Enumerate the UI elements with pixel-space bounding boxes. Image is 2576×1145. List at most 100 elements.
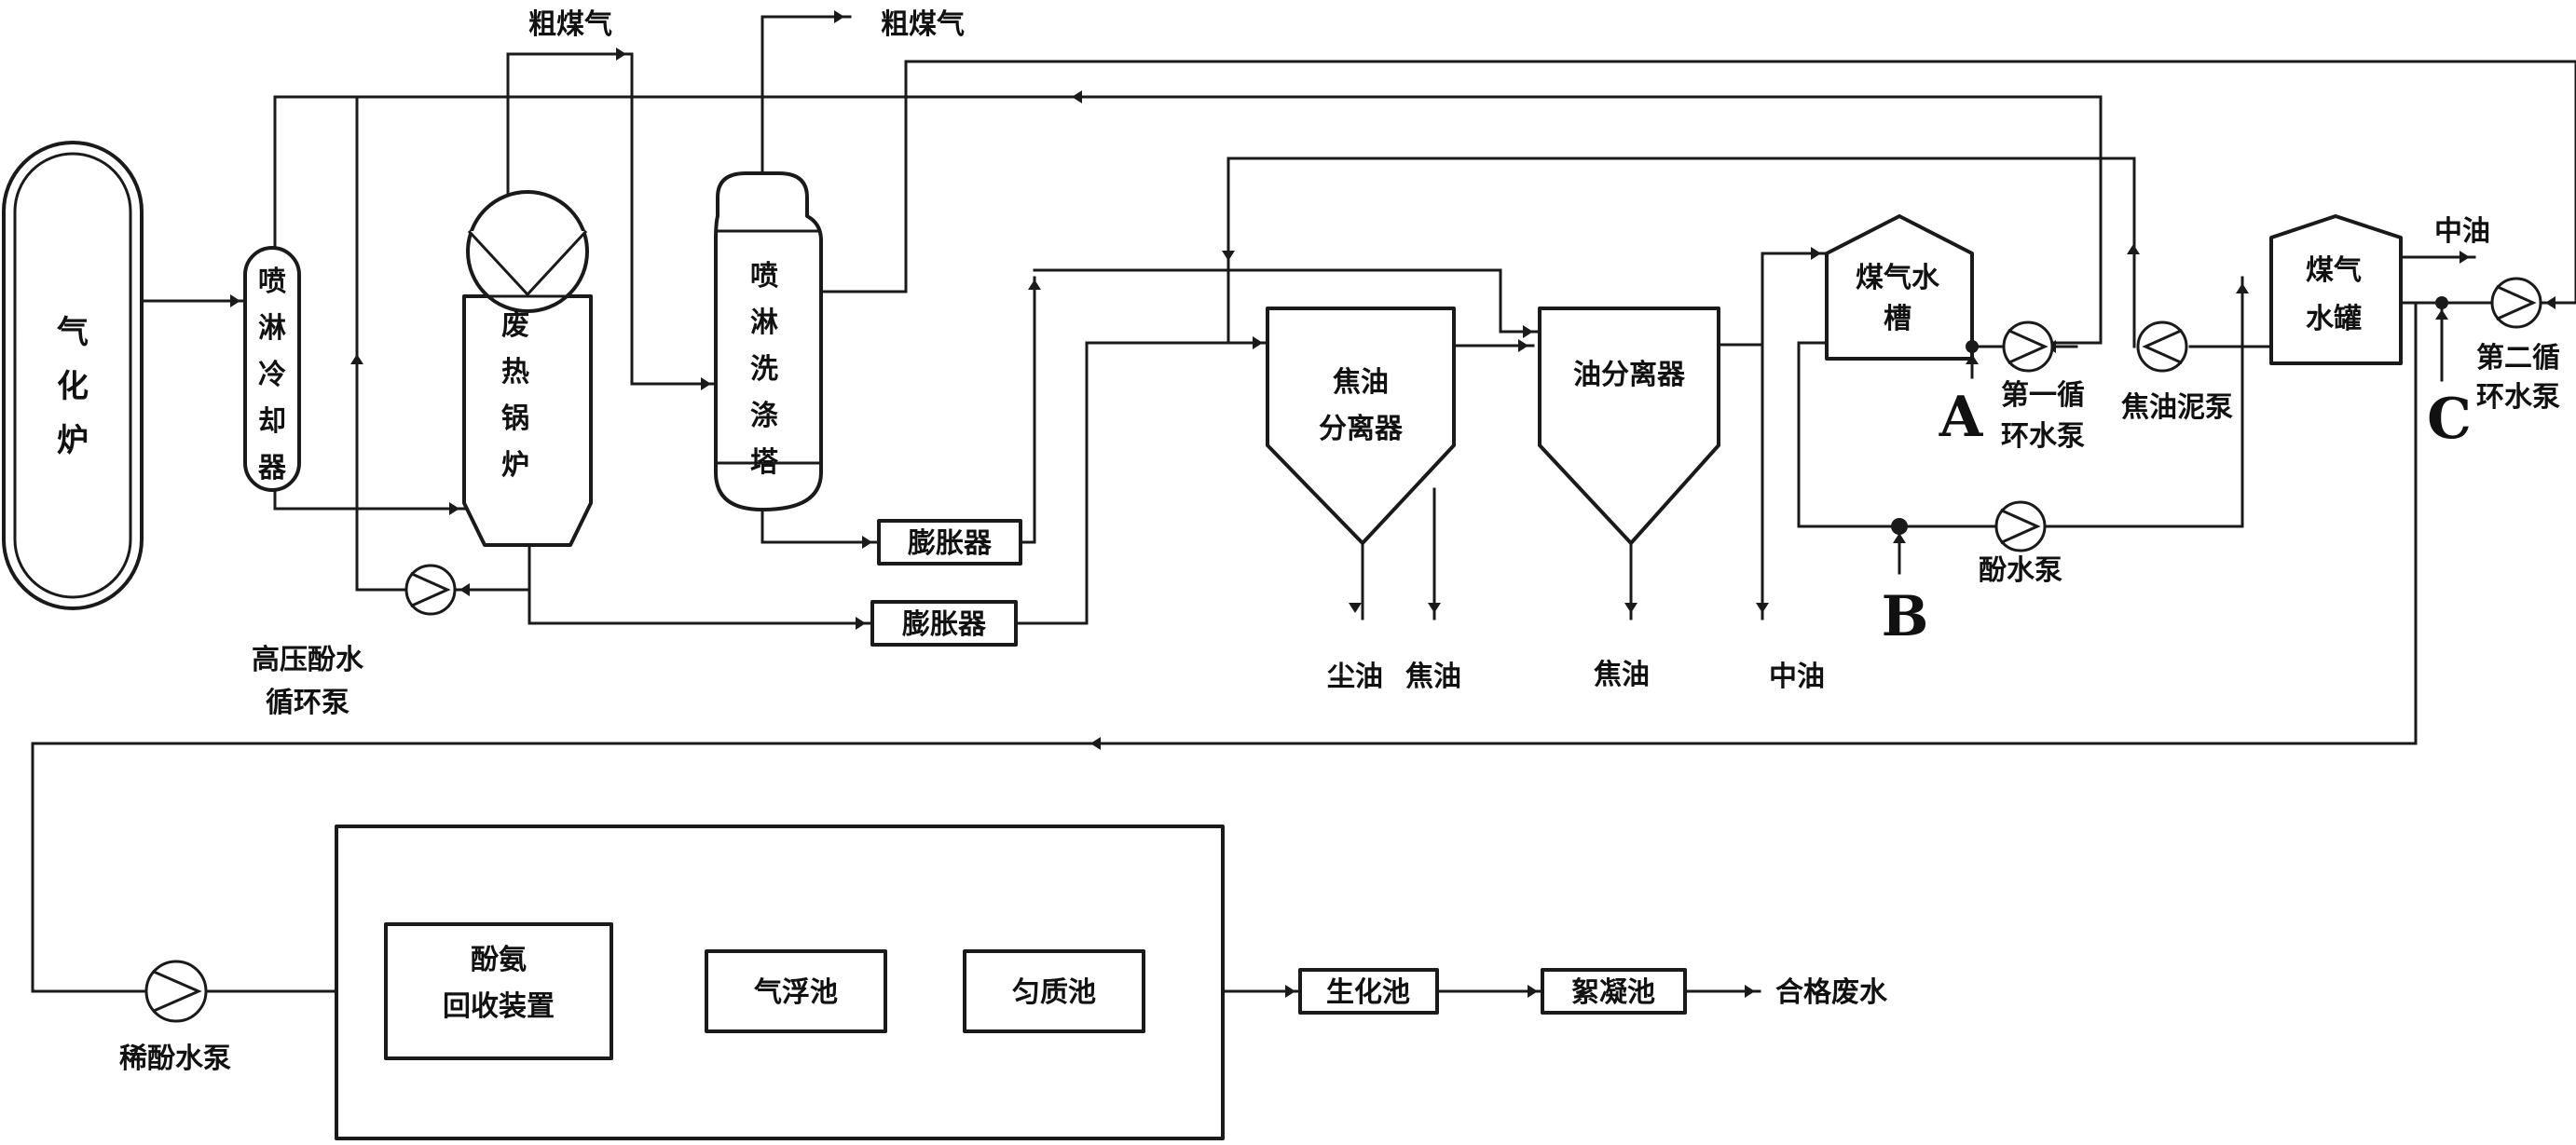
waste-heat-boiler <box>462 190 593 547</box>
flow-arrows <box>230 10 2555 998</box>
pipe-cooler-to-boiler <box>273 484 466 511</box>
flotation-tank <box>705 949 887 1033</box>
biochem-tank <box>1298 968 1439 1015</box>
label-waste-heat-boiler: 废热锅炉 <box>501 309 529 482</box>
label-flotation: 气浮池 <box>754 976 838 1009</box>
label-tar-1: 焦油 <box>1405 661 1461 693</box>
junction-a <box>1966 340 1979 353</box>
flow-arrow <box>1028 279 1041 290</box>
pipe-expander1-out <box>1019 276 1036 544</box>
flow-arrow <box>856 617 866 630</box>
label-raw-gas-1: 粗煤气 <box>528 8 612 41</box>
label-dust-oil: 尘油 <box>1327 661 1383 693</box>
pipe-scrubber-raw-gas-out <box>760 15 852 175</box>
flow-arrow <box>449 502 459 515</box>
labels: 气化炉 喷淋冷却器 废热锅炉 喷淋洗涤塔 膨胀器 膨胀器 焦油 分离器 油分离器… <box>56 8 2560 1075</box>
label-phenol-water-pump: 酚水泵 <box>1979 554 2062 587</box>
label-tar-2: 焦油 <box>1594 659 1650 691</box>
flow-arrow <box>1222 251 1235 261</box>
gas-water-tank-1 <box>1825 214 1974 361</box>
label-oil-separator: 油分离器 <box>1573 359 1686 391</box>
flow-arrow <box>1523 325 1533 338</box>
flow-arrow <box>701 377 711 390</box>
junction-c <box>2435 296 2448 309</box>
label-gasifier: 气化炉 <box>56 314 89 459</box>
label-waste-heat-boiler: 废热锅炉 <box>501 309 529 482</box>
flow-arrow <box>1349 603 1362 613</box>
label-point-c: C <box>2427 387 2472 452</box>
flow-arrow <box>1428 603 1441 613</box>
label-coagulation: 絮凝池 <box>1571 976 1655 1009</box>
flow-arrow <box>1090 737 1101 750</box>
flow-arrow <box>1253 336 1263 349</box>
spray-scrubber <box>714 171 823 511</box>
phenol-ammonia-recovery <box>384 922 613 1060</box>
label-hp-phenol-pump-1: 高压酚水 <box>252 644 364 676</box>
tar-sludge-pump <box>2136 320 2188 373</box>
flow-arrow <box>2236 283 2249 293</box>
boiler-head-v <box>467 229 588 297</box>
label-point-b: B <box>1882 584 1929 649</box>
flow-arrow <box>2460 251 2470 264</box>
label-dilute-phenol-pump: 稀酚水泵 <box>119 1043 231 1075</box>
label-raw-gas-2: 粗煤气 <box>881 8 965 41</box>
flow-arrow <box>2545 296 2555 309</box>
flow-arrow <box>230 294 240 307</box>
spray-cooler <box>243 246 301 492</box>
label-spray-scrubber: 喷淋洗涤塔 <box>750 260 779 479</box>
label-biochem: 生化池 <box>1326 976 1410 1009</box>
boiler-body <box>462 294 593 547</box>
flow-arrow <box>1518 339 1528 352</box>
flow-arrow <box>1811 247 1821 260</box>
tar-separator <box>1266 307 1456 545</box>
label-expander-1: 膨胀器 <box>908 527 993 560</box>
label-first-circ-pump-2: 环水泵 <box>2001 420 2085 453</box>
phenol-water-pump <box>1994 500 2047 552</box>
label-phenol-ammonia-2: 回收装置 <box>443 990 555 1023</box>
label-expander-2: 膨胀器 <box>902 608 987 641</box>
label-second-circ-pump-2: 环水泵 <box>2476 381 2560 414</box>
junction-dots <box>1891 296 2448 535</box>
flow-arrow <box>2435 309 2448 320</box>
gasifier <box>2 141 144 610</box>
label-spray-cooler: 喷淋冷却器 <box>257 266 287 484</box>
label-hp-phenol-pump-2: 循环泵 <box>266 687 349 719</box>
oil-separator <box>1538 307 1720 545</box>
pipe-scrubber-side-feed <box>819 60 2576 305</box>
pipe-phenol-pump-to-tank2 <box>2039 276 2244 528</box>
label-spray-cooler: 喷淋冷却器 <box>257 266 287 484</box>
label-gas-water-tank-1-line1: 煤气水 <box>1856 262 1940 294</box>
flow-arrow <box>862 536 872 549</box>
flow-arrow <box>1072 90 1082 103</box>
flow-arrow <box>350 354 363 364</box>
label-spray-scrubber: 喷淋洗涤塔 <box>750 260 779 479</box>
flow-arrow <box>459 583 470 596</box>
flow-arrow <box>2127 244 2140 254</box>
flow-arrow <box>834 10 844 23</box>
dilute-phenol-pump <box>144 960 208 1023</box>
pipe-boiler-to-expander2 <box>528 548 874 625</box>
label-tar-sludge-pump: 焦油泥泵 <box>2121 391 2233 424</box>
label-second-circ-pump-1: 第二循 <box>2476 342 2560 375</box>
pipe-oil-sep-to-tank1 <box>1717 252 1829 347</box>
label-homogenization: 匀质池 <box>1012 976 1096 1009</box>
pipe-scrubber-to-expander1 <box>760 508 881 544</box>
pipe-boiler-raw-gas-to-scrubber <box>506 52 718 386</box>
label-gas-water-tank-2-line2: 水罐 <box>2306 303 2362 335</box>
second-circ-pump <box>2490 277 2542 329</box>
flow-arrow <box>1285 985 1295 998</box>
junction-b <box>1891 518 1908 535</box>
flow-arrow <box>1893 533 1906 543</box>
flow-arrow <box>616 48 626 61</box>
flow-arrow <box>1756 603 1769 613</box>
homogenization-tank <box>963 949 1145 1033</box>
label-tar-separator-1: 焦油 <box>1333 366 1389 399</box>
label-gas-water-tank-1-line2: 槽 <box>1884 303 1911 335</box>
label-gasifier: 气化炉 <box>56 314 89 459</box>
hp-phenol-pump <box>404 564 457 616</box>
pipe-top-return-to-cooler <box>273 95 2103 345</box>
pipe-expander2-out <box>1014 341 1269 625</box>
label-tar-separator-2: 分离器 <box>1319 413 1404 445</box>
flow-arrow <box>1624 603 1637 613</box>
